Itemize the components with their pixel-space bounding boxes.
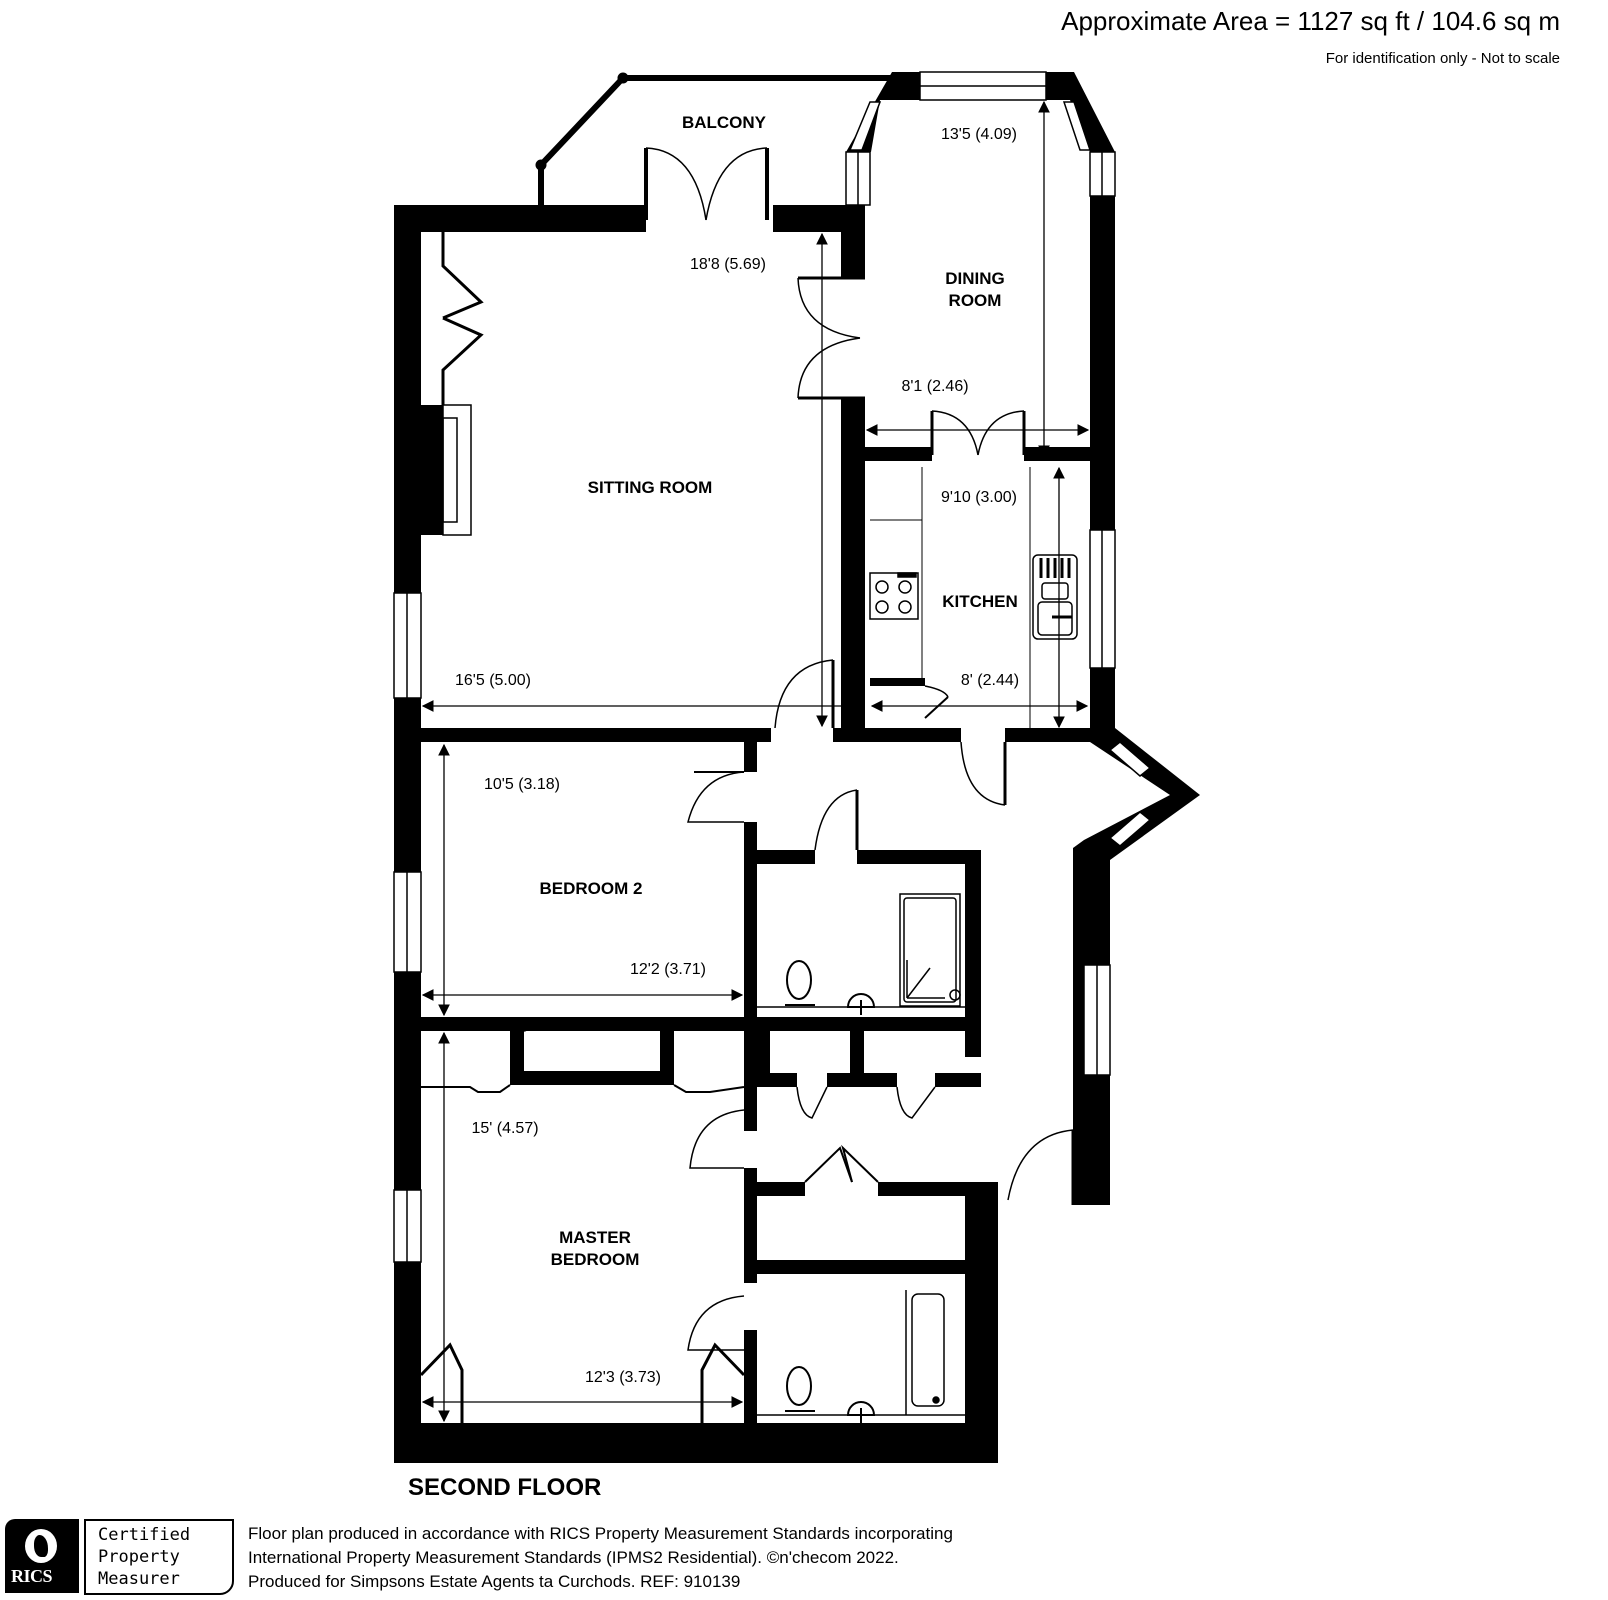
dim-master-width: 12'3 (3.73)	[585, 1369, 661, 1386]
balcony-railing	[535, 72, 892, 216]
dim-dining-length: 13'5 (4.09)	[941, 126, 1017, 143]
dim-bedroom2-width: 12'2 (3.71)	[630, 961, 706, 978]
rics-logo: RICS	[5, 1519, 79, 1593]
floor-title: SECOND FLOOR	[408, 1474, 602, 1501]
bath-icon	[905, 1290, 945, 1415]
dim-dining-width: 8'1 (2.46)	[901, 378, 968, 395]
room-label-kitchen: KITCHEN	[942, 592, 1018, 611]
doors	[419, 147, 1075, 1423]
windows	[393, 71, 1152, 1263]
badge-line-3: Measurer	[98, 1569, 180, 1589]
dim-master-length: 15' (4.57)	[471, 1120, 538, 1137]
toilet-icon	[785, 960, 815, 1006]
room-label-master-line1: MASTER	[559, 1228, 631, 1247]
dimension-lines	[421, 100, 1090, 1423]
sink-icon	[1032, 554, 1078, 640]
kitchen-worktops	[870, 467, 1031, 728]
approximate-area: Approximate Area = 1127 sq ft / 104.6 sq…	[1061, 6, 1560, 36]
room-label-sitting: SITTING ROOM	[588, 478, 713, 497]
room-label-dining-line1: DINING	[945, 269, 1005, 288]
dim-sitting-width: 16'5 (5.00)	[455, 672, 531, 689]
room-label-dining-line2: ROOM	[949, 291, 1002, 310]
fireplace-icon	[442, 404, 472, 536]
room-label-bedroom-2: BEDROOM 2	[540, 879, 643, 898]
dim-kitchen-width: 8' (2.44)	[961, 672, 1019, 689]
dim-kitchen-length: 9'10 (3.00)	[941, 489, 1017, 506]
rics-logo-text: RICS	[11, 1566, 53, 1586]
room-label-balcony: BALCONY	[682, 113, 767, 132]
room-label-master-line2: BEDROOM	[551, 1250, 640, 1269]
basin-icon	[846, 993, 876, 1015]
badge-line-2: Property	[98, 1547, 180, 1567]
basin-icon	[846, 1401, 876, 1423]
rics-certified-badge: RICS Certified Property Measurer	[5, 1519, 234, 1595]
toilet-icon	[785, 1366, 815, 1412]
footer-line-1: Floor plan produced in accordance with R…	[248, 1524, 953, 1543]
hob-icon	[869, 572, 919, 620]
walls	[394, 72, 1200, 1463]
dim-sitting-length: 18'8 (5.69)	[690, 256, 766, 273]
certified-measurer-label: Certified Property Measurer	[84, 1519, 234, 1595]
footer-notes: Floor plan produced in accordance with R…	[248, 1522, 953, 1594]
shower-icon	[899, 893, 961, 1007]
rics-crest-icon	[25, 1529, 57, 1563]
disclaimer: For identification only - Not to scale	[1325, 50, 1560, 67]
footer-line-2: International Property Measurement Stand…	[248, 1548, 899, 1567]
dim-bedroom2-length: 10'5 (3.18)	[484, 776, 560, 793]
badge-line-1: Certified	[98, 1525, 191, 1545]
footer-line-3: Produced for Simpsons Estate Agents ta C…	[248, 1572, 741, 1591]
